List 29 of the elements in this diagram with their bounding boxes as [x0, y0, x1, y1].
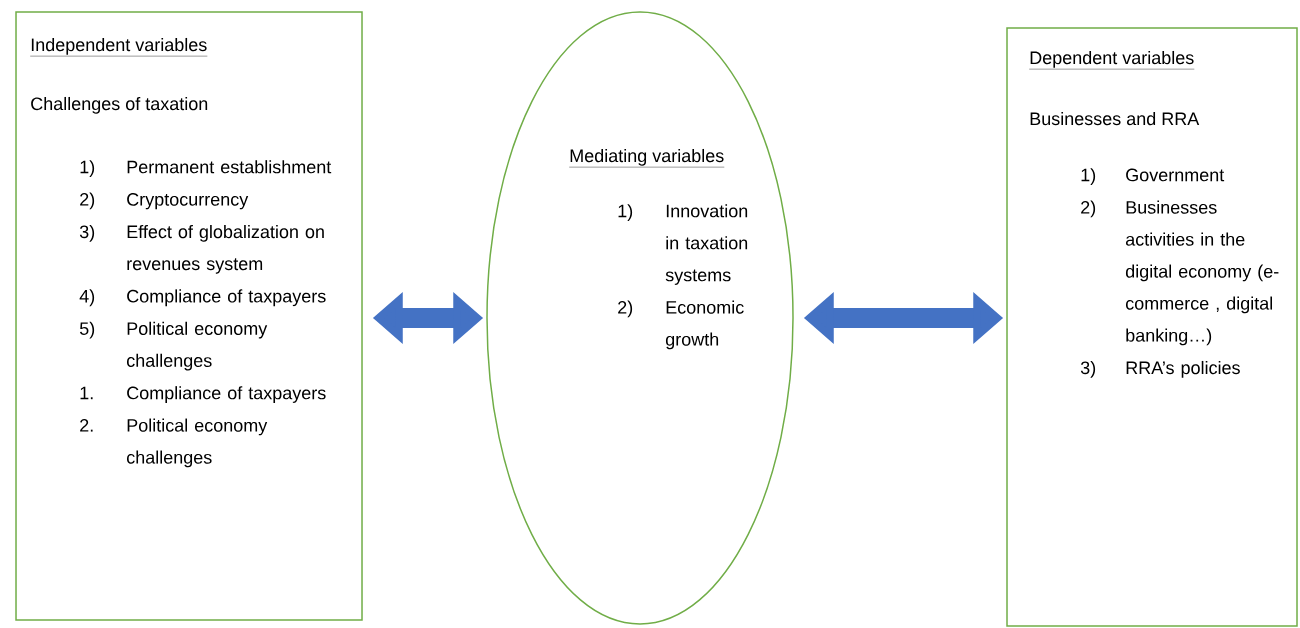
list-number: 5): [79, 321, 95, 339]
list-number: 1): [618, 204, 633, 221]
list-number: 2): [1081, 200, 1096, 218]
heading: Mediating variables: [569, 148, 725, 168]
list-item: Compliance of taxpayers: [127, 289, 326, 307]
list-number: 3): [79, 224, 95, 242]
list-number: 4): [79, 289, 95, 307]
list-item: Economic growth: [665, 300, 744, 350]
list-number: 1.: [80, 386, 93, 400]
list-item: Compliance of taxpayers: [127, 386, 326, 403]
list-item: Permanent establishment: [127, 160, 332, 174]
list-item: RRA’s policies: [1126, 360, 1240, 378]
list-number: 1): [1081, 168, 1096, 185]
list-number: 2): [618, 300, 633, 318]
list-item: Innovation in taxation systems: [665, 204, 748, 285]
list-number: 2.: [80, 419, 93, 432]
heading: Dependent variables: [1029, 50, 1195, 70]
list-number: 3): [1080, 360, 1096, 378]
list-item: Effect of globalization on revenues system: [127, 224, 324, 274]
list-item: Political economy challenges: [127, 418, 268, 468]
heading: Independent variables: [30, 37, 208, 57]
list-item: Cryptocurrency: [127, 193, 249, 210]
list-number: 2): [80, 192, 95, 210]
list-item: Political economy challenges: [127, 321, 268, 371]
subheading: Businesses and RRA: [1030, 111, 1200, 126]
list-number: 1): [80, 160, 95, 177]
list-item: Businesses activities in the digital economy (e-commerce , digital banking…): [1125, 200, 1279, 346]
list-item: Government: [1126, 168, 1225, 182]
subheading: Challenges of taxation: [31, 96, 208, 114]
